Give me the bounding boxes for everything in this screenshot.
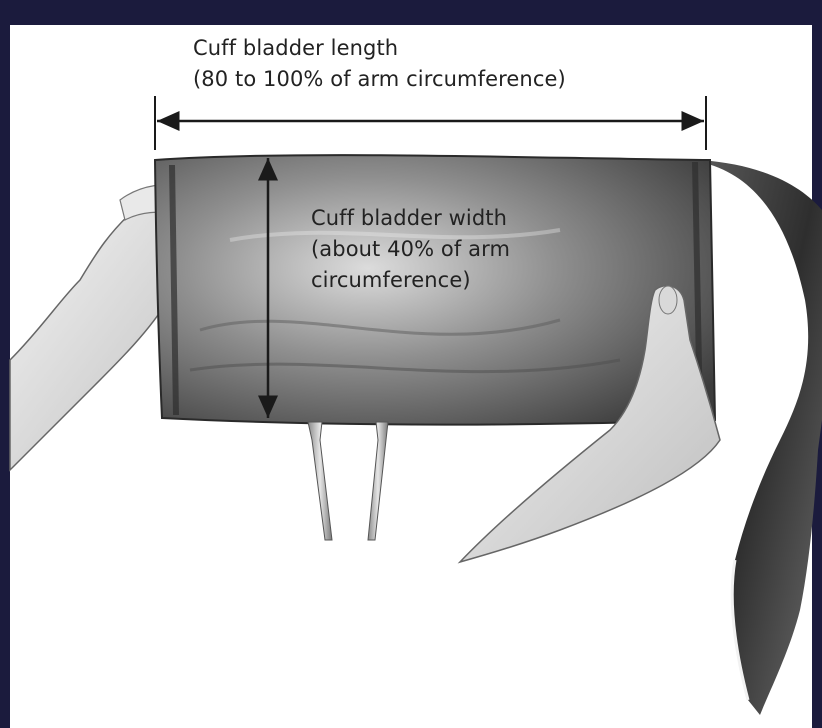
right-thumb-nail [659,286,677,314]
dark-corner-bottom-left [0,620,10,728]
cuff-width-label: Cuff bladder width (about 40% of arm cir… [311,203,510,296]
cuff-length-label: Cuff bladder length (80 to 100% of arm c… [193,33,566,95]
cuff-width-title: Cuff bladder width [311,203,510,234]
cuff-width-note-2: circumference) [311,265,510,296]
cuff-width-note-1: (about 40% of arm [311,234,510,265]
cuff-left-seam [172,165,176,415]
white-panel-bottom [10,620,745,728]
cuff-length-title: Cuff bladder length [193,33,566,64]
cuff-length-note: (80 to 100% of arm circumference) [193,64,566,95]
